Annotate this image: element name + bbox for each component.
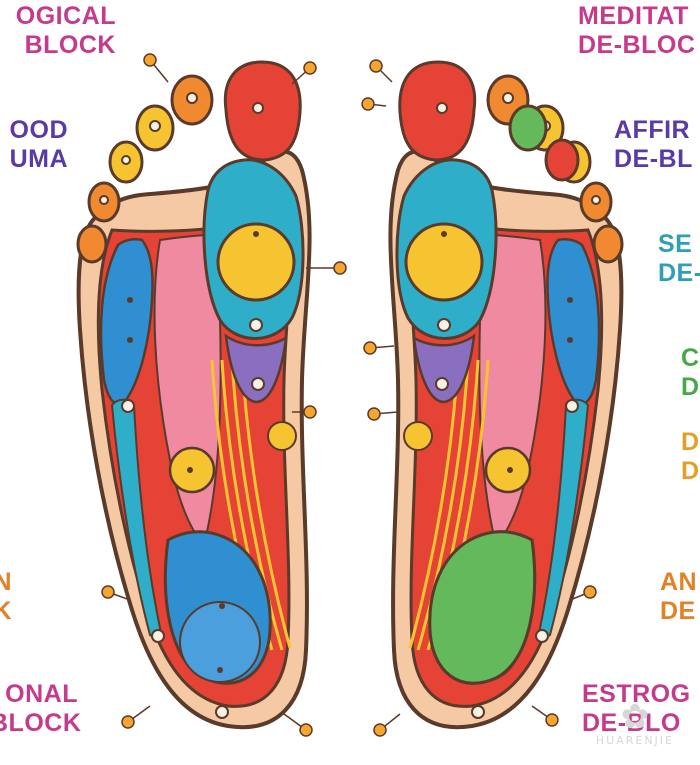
watermark: ✿ HUARENJIE xyxy=(596,700,674,747)
right-toe-green xyxy=(510,106,546,150)
watermark-text: HUARENJIE xyxy=(596,734,674,747)
left-foot xyxy=(78,62,310,727)
right-toe-red xyxy=(546,140,578,180)
watermark-seal-icon: ✿ xyxy=(596,700,674,734)
